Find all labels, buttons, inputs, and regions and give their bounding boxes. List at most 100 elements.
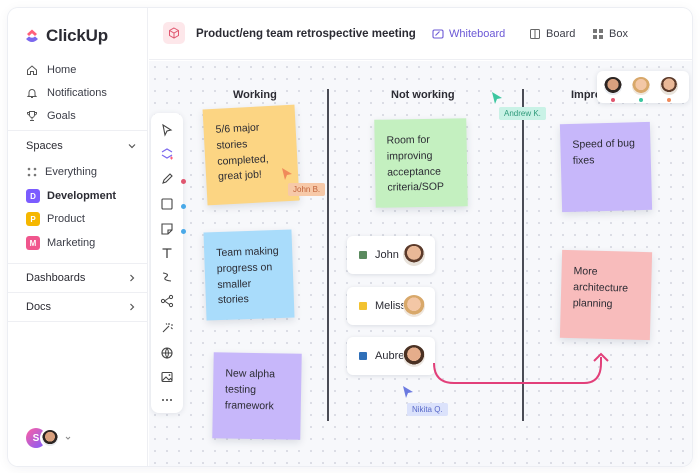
- collaborators-panel[interactable]: [597, 71, 689, 103]
- text-icon[interactable]: [160, 246, 174, 260]
- clickup-logo-icon: [26, 29, 38, 42]
- space-label: Development: [47, 190, 117, 202]
- sidebar-item-dashboards[interactable]: Dashboards: [26, 272, 86, 284]
- sticky-note[interactable]: Speed of bug fixes: [559, 121, 653, 213]
- person-card-melissa[interactable]: Melissa: [347, 287, 435, 325]
- chevron-right-icon[interactable]: [127, 302, 137, 312]
- sidebar-item-home[interactable]: Home: [26, 64, 76, 76]
- space-label: Marketing: [47, 237, 96, 249]
- cursor-label: Andrew K.: [499, 107, 546, 120]
- person-name: Melissa: [375, 300, 413, 312]
- cursor-icon: [492, 92, 502, 104]
- space-development[interactable]: D Development: [26, 189, 116, 203]
- connector-arrow[interactable]: [429, 351, 609, 391]
- chevron-down-icon[interactable]: [65, 435, 71, 441]
- avatar: [603, 76, 623, 96]
- app-name: ClickUp: [46, 26, 108, 45]
- tab-label: Whiteboard: [449, 28, 506, 40]
- trophy-icon: [26, 111, 38, 121]
- sticky-note[interactable]: New alpha testing framework: [212, 352, 302, 440]
- sidebar-item-docs[interactable]: Docs: [26, 301, 52, 313]
- image-icon[interactable]: [160, 370, 174, 384]
- page-title: Product/eng team retrospective meeting: [196, 28, 416, 40]
- home-icon: [27, 65, 37, 75]
- sidebar-item-notifications[interactable]: Notifications: [26, 87, 107, 99]
- logo[interactable]: ClickUp: [24, 26, 108, 46]
- person-name: Aubrey: [375, 350, 410, 362]
- bell-icon: [26, 89, 38, 98]
- whiteboard-toolbar: [151, 113, 186, 413]
- magic-icon[interactable]: [160, 321, 174, 335]
- sticky-note[interactable]: More architecture planning: [559, 249, 653, 341]
- tab-label: Box: [609, 28, 628, 40]
- more-icon[interactable]: [160, 393, 174, 407]
- divider: [8, 130, 148, 131]
- avatar: [403, 295, 425, 317]
- everything-icon: [27, 167, 37, 177]
- spaces-header[interactable]: Spaces: [26, 140, 63, 152]
- whiteboard-icon: [432, 29, 444, 39]
- header: Product/eng team retrospective meeting W…: [149, 8, 692, 60]
- sidebar-item-label: Goals: [47, 110, 76, 122]
- globe-icon[interactable]: [160, 346, 174, 360]
- sticky-note[interactable]: Room for improving acceptance criteria/S…: [374, 118, 468, 208]
- color-marker: [359, 302, 367, 310]
- space-everything[interactable]: Everything: [26, 166, 97, 178]
- cursor-icon: [282, 168, 292, 180]
- divider: [8, 292, 148, 293]
- select-cursor-icon[interactable]: [160, 123, 174, 137]
- space-product[interactable]: P Product: [26, 212, 85, 226]
- status-dot: [181, 204, 186, 209]
- sidebar-item-label: Home: [47, 64, 77, 76]
- space-label: Product: [47, 213, 85, 225]
- space-badge: P: [26, 212, 40, 226]
- cursor-label: John B.: [288, 183, 326, 196]
- whiteboard-canvas[interactable]: Working Not working Impro 5/6 major stor…: [149, 61, 692, 466]
- pen-icon[interactable]: [160, 172, 174, 186]
- sidebar-item-label: Notifications: [47, 87, 107, 99]
- color-marker: [359, 352, 367, 360]
- space-badge: M: [26, 236, 40, 250]
- divider: [8, 321, 148, 322]
- person-card-john[interactable]: John: [347, 236, 435, 274]
- rectangle-icon[interactable]: [160, 197, 174, 211]
- tab-box[interactable]: Box: [592, 28, 628, 40]
- color-marker: [359, 251, 367, 259]
- connector-icon[interactable]: [160, 270, 174, 284]
- column-header-improve: Impro: [571, 89, 602, 101]
- tab-board[interactable]: Board: [529, 28, 575, 40]
- avatar: [403, 244, 425, 266]
- status-dot: [181, 179, 186, 184]
- cursor-label: Nikita Q.: [407, 403, 448, 416]
- chevron-right-icon[interactable]: [127, 273, 137, 283]
- presence-dot: [639, 98, 643, 102]
- person-card-aubrey[interactable]: Aubrey: [347, 337, 435, 375]
- column-header-working: Working: [233, 89, 277, 101]
- sidebar-item-goals[interactable]: Goals: [26, 110, 76, 122]
- avatar: [659, 76, 679, 96]
- cube-icon: [163, 22, 185, 44]
- sticky-note-icon[interactable]: [160, 222, 174, 236]
- column-divider: [327, 89, 329, 421]
- person-name: John: [375, 249, 399, 261]
- tab-label: Board: [546, 28, 576, 40]
- space-label: Everything: [45, 166, 97, 178]
- box-icon: [593, 29, 603, 39]
- sticky-note[interactable]: Team making progress on smaller stories: [203, 229, 295, 321]
- chevron-down-icon[interactable]: [127, 141, 137, 151]
- space-marketing[interactable]: M Marketing: [26, 236, 95, 250]
- status-dot: [181, 229, 186, 234]
- avatar: [403, 345, 425, 367]
- divider: [8, 263, 148, 264]
- tab-whiteboard[interactable]: Whiteboard: [432, 28, 505, 40]
- cursor-icon: [403, 386, 413, 398]
- avatar[interactable]: [40, 428, 60, 448]
- column-divider: [522, 89, 524, 421]
- avatar: [631, 76, 651, 96]
- board-icon: [530, 29, 540, 39]
- ai-shapes-icon[interactable]: [160, 147, 174, 161]
- presence-dot: [667, 98, 671, 102]
- mindmap-icon[interactable]: [160, 294, 174, 308]
- column-header-not-working: Not working: [391, 89, 455, 101]
- sticky-note[interactable]: 5/6 major stories completed, great job!: [202, 104, 300, 206]
